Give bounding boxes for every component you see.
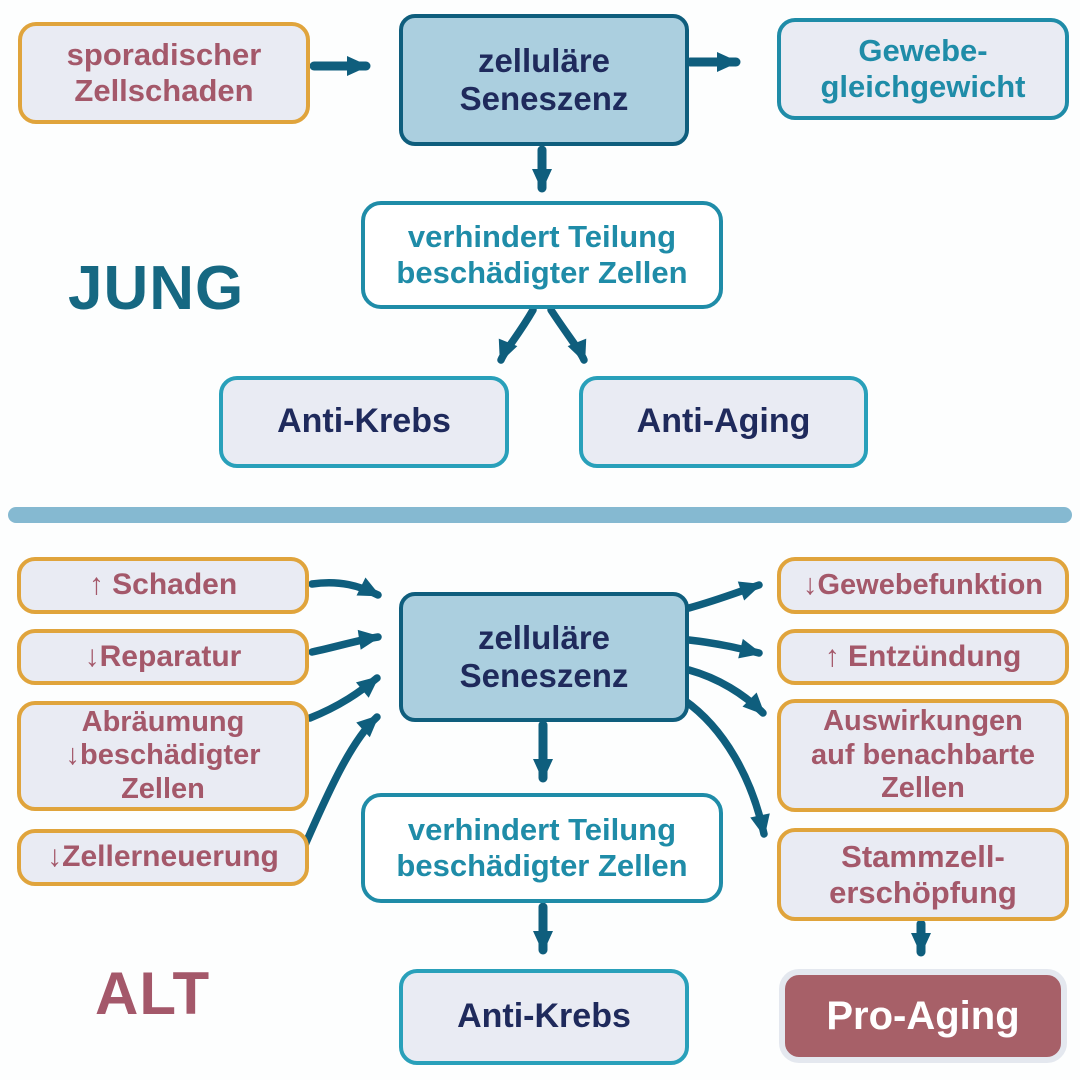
box-tissue-equilibrium: Gewebe- gleichgewicht <box>777 18 1069 120</box>
arrow-to-anti-aging-top <box>547 306 588 364</box>
box-decreased-cell-renewal: ↓Zellerneuerung <box>17 829 309 886</box>
arrow-renewal-in <box>301 713 381 849</box>
box-anti-cancer-bottom: Anti-Krebs <box>399 969 689 1065</box>
box-decreased-tissue-function: ↓Gewebefunktion <box>777 557 1069 614</box>
arrow-clearance-in <box>306 674 381 722</box>
box-anti-cancer-top: Anti-Krebs <box>219 376 509 468</box>
box-neighbor-cell-effects: Auswirkungen auf benachbarte Zellen <box>777 699 1069 812</box>
box-anti-aging-top: Anti-Aging <box>579 376 868 468</box>
section-label-jung: JUNG <box>68 254 245 323</box>
box-increased-inflammation: ↑ Entzündung <box>777 629 1069 685</box>
box-cellular-senescence-top: zelluläre Seneszenz <box>399 14 689 146</box>
box-decreased-repair: ↓Reparatur <box>17 629 309 685</box>
box-pro-aging: Pro-Aging <box>779 969 1067 1063</box>
section-label-alt: ALT <box>95 960 211 1027</box>
section-divider <box>8 507 1072 523</box>
box-decreased-clearance: Abräumung ↓beschädigter Zellen <box>17 701 309 811</box>
box-prevents-division-top: verhindert Teilung beschädigter Zellen <box>361 201 723 309</box>
arrow-inflammation-out <box>685 636 763 659</box>
arrow-repair-in <box>308 629 382 656</box>
box-sporadic-cell-damage: sporadischer Zellschaden <box>18 22 310 124</box>
arrow-tissue-function-out <box>685 581 763 612</box>
box-increased-damage: ↑ Schaden <box>17 557 309 614</box>
arrow-stem-cell-out <box>680 696 770 838</box>
arrow-to-anti-cancer-top <box>497 306 537 364</box>
box-stem-cell-exhaustion: Stammzell- erschöpfung <box>777 828 1069 921</box>
arrow-damage-in <box>308 577 382 599</box>
box-prevents-division-bottom: verhindert Teilung beschädigter Zellen <box>361 793 723 903</box>
box-cellular-senescence-bottom: zelluläre Seneszenz <box>399 592 689 722</box>
arrow-neighbor-out <box>685 666 767 717</box>
